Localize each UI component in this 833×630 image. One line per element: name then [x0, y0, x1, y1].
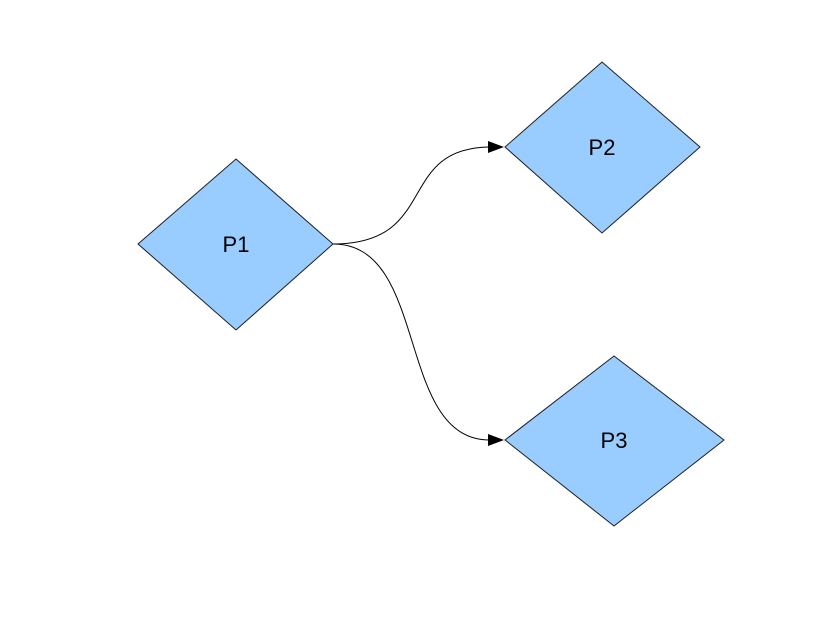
arrowhead-p2 [488, 141, 504, 153]
node-p3[interactable]: P3 [504, 355, 725, 527]
edge-p1-p2 [332, 141, 504, 245]
node-p1[interactable]: P1 [137, 158, 334, 331]
node-p2-diamond [504, 61, 701, 234]
node-p3-diamond [504, 355, 725, 527]
arrowhead-p3 [488, 434, 504, 446]
node-p2-label: P2 [589, 135, 616, 160]
node-p1-diamond [137, 158, 334, 331]
edge-p1-p3 [332, 243, 504, 446]
edge-line-p1-p2 [332, 146, 491, 245]
node-p2[interactable]: P2 [504, 61, 701, 234]
node-p1-label: P1 [223, 232, 250, 257]
edge-line-p1-p3 [332, 243, 491, 441]
node-p3-label: P3 [601, 428, 628, 453]
